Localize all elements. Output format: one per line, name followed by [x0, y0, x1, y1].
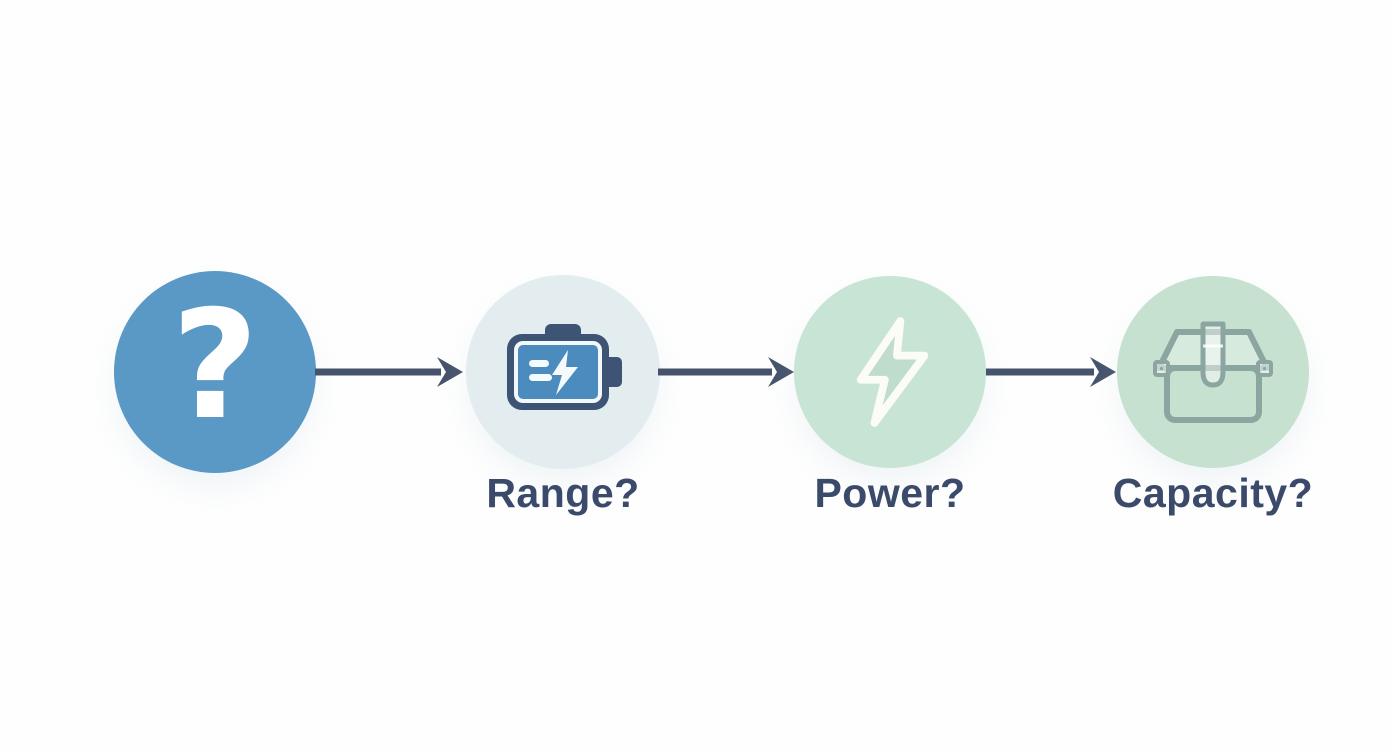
arrow-head — [437, 357, 463, 387]
power-label: Power? — [814, 470, 966, 516]
power-circle — [794, 276, 986, 468]
question-mark-icon: ? — [171, 279, 259, 453]
arrow-power-to-capacity — [986, 357, 1116, 387]
lightning-bolt-icon — [856, 317, 928, 427]
arrow-range-to-power — [658, 357, 794, 387]
question-circle: ? — [114, 271, 316, 473]
node-question: ? — [114, 271, 316, 473]
arrow-head — [1090, 357, 1116, 387]
arrow-head — [768, 357, 794, 387]
arrow-question-to-range — [315, 357, 463, 387]
capacity-circle — [1117, 276, 1309, 468]
battery-charging-icon — [507, 324, 622, 410]
capacity-label: Capacity? — [1112, 470, 1314, 516]
node-capacity: Capacity? — [1113, 276, 1313, 516]
range-circle — [466, 275, 660, 469]
node-range: Range? — [466, 275, 660, 516]
storage-box-icon — [1153, 321, 1273, 423]
node-power: Power? — [794, 276, 986, 516]
range-label: Range? — [486, 470, 640, 516]
